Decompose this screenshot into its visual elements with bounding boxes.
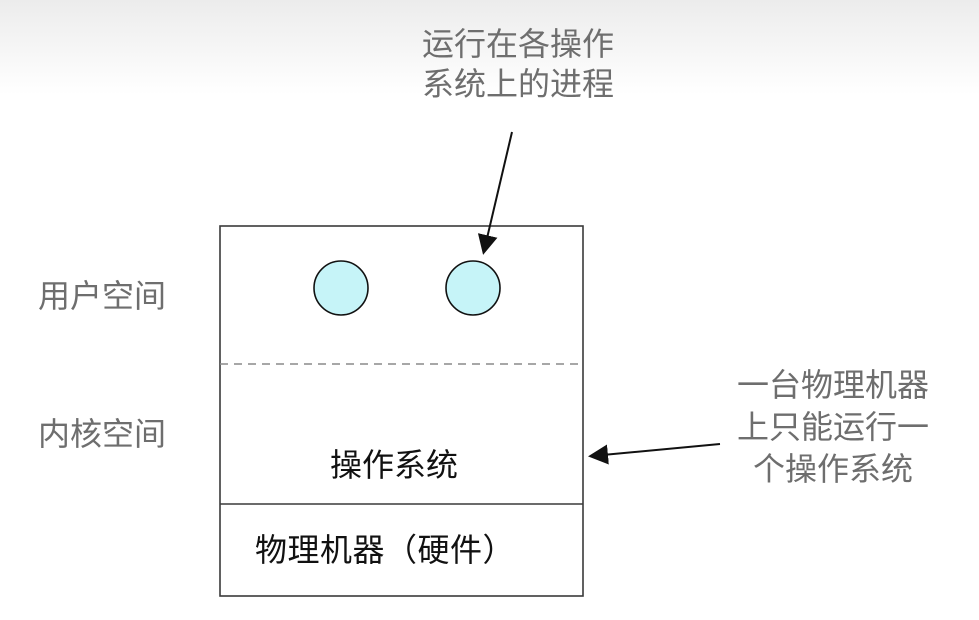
- os-callout-line-1: 一台物理机器: [737, 366, 930, 404]
- process-circle-2: [445, 260, 501, 316]
- machine-outline-box: [219, 225, 584, 597]
- os-callout-text: 一台物理机器 上只能运行一 个操作系统: [737, 364, 929, 491]
- process-callout-text: 运行在各操作 系统上的进程: [422, 24, 614, 104]
- physical-machine-label: 物理机器（硬件）: [255, 531, 516, 569]
- process-callout-line-1: 运行在各操作: [422, 25, 615, 63]
- user-space-label: 用户空间: [38, 277, 167, 315]
- process-circle-1: [313, 260, 369, 316]
- os-callout-line-3: 个操作系统: [753, 450, 914, 489]
- kernel-space-label: 内核空间: [38, 415, 167, 453]
- operating-system-label: 操作系统: [330, 446, 459, 484]
- os-callout-arrow: [588, 443, 721, 465]
- os-callout-line-2: 上只能运行一: [737, 408, 930, 447]
- process-callout-line-2: 系统上的进程: [422, 65, 615, 103]
- process-callout-arrow: [477, 131, 513, 255]
